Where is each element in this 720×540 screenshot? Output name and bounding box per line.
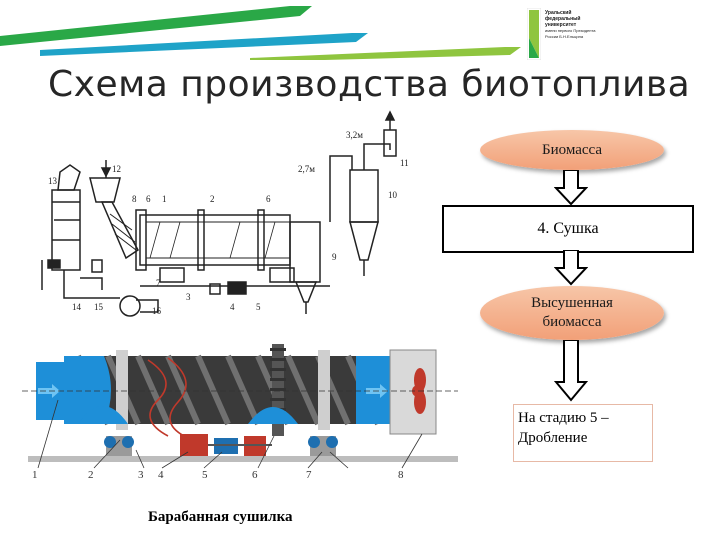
logo-line-3: университет [545,22,577,28]
scheme-label-13: 13 [48,176,58,186]
logo-line-2: федеральный [545,16,581,22]
dryer-label-8: 8 [398,469,404,481]
flow-step-dried-biomass: Высушенная биомасса [480,286,664,340]
scheme-label-15: 15 [94,302,104,312]
feed-chute [100,201,139,260]
scheme-label-10: 10 [388,190,398,200]
scheme-label-14: 14 [72,302,82,312]
scheme-label-2: 2 [210,194,215,204]
page-title: Схема производства биотоплива [48,64,691,105]
flow-step-drying: 4. Сушка [442,205,694,253]
dryer-label-1: 1 [32,469,38,481]
down-arrow-icon [554,340,588,402]
dryer-base [28,456,458,462]
scheme-label-height-27: 2,7м [298,164,315,174]
dryer-label-7: 7 [306,469,312,481]
dryer-label-6: 6 [252,469,258,481]
logo-mark-icon [527,8,541,60]
dryer-label-2: 2 [88,469,94,481]
cyclone-body [349,169,379,223]
scheme-label-1: 1 [162,194,167,204]
scheme-label-4: 4 [230,302,235,312]
feed-hopper [89,177,121,203]
dryer-label-3: 3 [138,469,144,481]
scheme-label-12: 12 [112,164,121,174]
drum-dryer-illustration: 1 2 3 4 5 6 7 8 [22,344,458,481]
figure-caption: Барабанная сушилка [148,509,293,525]
logo-text: Уральский федеральный университет имени … [545,10,607,40]
dryer-label-4: 4 [158,469,164,481]
header-stripes [0,6,521,60]
scheme-label-5: 5 [256,302,261,312]
fan [119,295,141,317]
university-logo: Уральский федеральный университет имени … [527,8,607,64]
logo-subline: имени первого Президента России Б.Н.Ельц… [545,28,596,39]
riding-ring-right [318,350,330,430]
stripe-lime [250,47,521,60]
scheme-label-7: 7 [156,278,161,288]
logo-line-1: Уральский [545,10,572,16]
scheme-label-6b: 6 [266,194,271,204]
drive-motor [227,281,247,295]
scheme-label-height-32: 3,2м [346,130,363,140]
riding-ring-left [116,350,128,430]
next-stage-note: На стадию 5 – Дробление [513,404,653,462]
scheme-label-9: 9 [332,252,337,262]
down-arrow-icon [554,170,588,206]
next-stage-line1: На стадию 5 – [518,410,609,426]
flow-step-biomass-label: Биомасса [541,141,603,158]
scheme-label-11: 11 [400,158,409,168]
flow-step-biomass: Биомасса [480,130,664,170]
scheme-label-6a: 6 [146,194,151,204]
scheme-label-3: 3 [186,292,191,302]
flow-step-drying-label: 4. Сушка [537,220,599,237]
dryer-label-5: 5 [202,469,208,481]
flow-step-dried-line1: Высушенная [531,295,613,311]
down-arrow-icon [554,250,588,286]
scheme-label-8: 8 [132,194,137,204]
next-stage-line2: Дробление [518,430,588,446]
flow-step-dried-line2: биомасса [542,314,602,330]
stripe-blue [40,33,368,56]
dryer-line-scheme: 13 12 8 6 1 2 6 3,2м 11 2,7м 10 9 7 3 4 … [41,110,409,317]
stripe-green [0,6,312,46]
drive-motor-red [180,434,208,456]
scheme-label-16: 16 [152,306,162,316]
furnace-top [57,164,81,191]
